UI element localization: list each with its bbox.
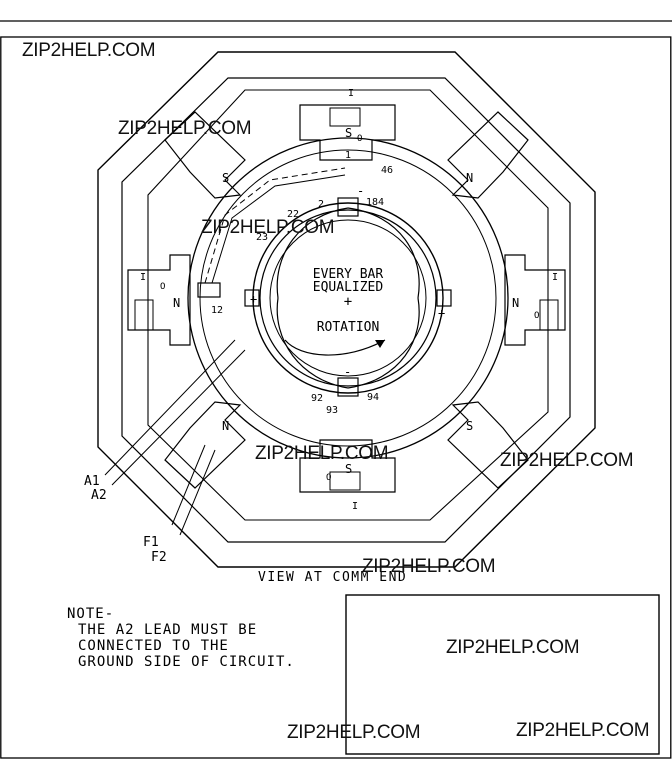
pole-subscript: O [534, 311, 539, 321]
bar-number: 94 [367, 392, 379, 403]
brush-bottom [337, 377, 359, 397]
coil-mark: I [348, 88, 354, 99]
bar-number: 93 [326, 405, 338, 416]
equalizer-arc [347, 297, 420, 389]
lead-f2 [179, 449, 216, 536]
watermark: ZIP2HELP.COM [362, 556, 496, 577]
equalizer-arc [276, 297, 349, 389]
coil-right [539, 299, 559, 331]
coil-top [329, 107, 361, 127]
coil-mark: I [140, 272, 146, 283]
lead-a1 [104, 339, 236, 476]
watermark: ZIP2HELP.COM [22, 40, 156, 61]
rotation-arrowhead [375, 340, 385, 348]
watermark: ZIP2HELP.COM [118, 118, 252, 139]
pole-letter: N [512, 296, 519, 310]
pole-subscript: O [326, 473, 331, 483]
note-title: NOTE- [67, 606, 115, 622]
pole-letter: N [222, 419, 229, 433]
lead-label-a1: A1 [84, 474, 100, 489]
equalizer-arc [347, 207, 420, 299]
rotation-label: ROTATION [317, 320, 380, 335]
armature-outer [199, 149, 497, 447]
brush-sign: - [344, 365, 351, 379]
pole-top-left [164, 111, 246, 199]
page-frame [0, 36, 672, 759]
lead-a2 [111, 349, 246, 486]
lead-f1 [171, 444, 206, 526]
watermark: ZIP2HELP.COM [287, 722, 421, 743]
lead-label-f1: F1 [143, 535, 159, 550]
pole-letter: S [345, 462, 352, 476]
pole-letter: N [173, 296, 180, 310]
bar-number: 184 [366, 197, 384, 208]
pole-subscript: O [160, 282, 165, 292]
pole-subscript: O [357, 134, 362, 144]
bar-number: 2 [318, 199, 324, 210]
pole-bottom [299, 439, 396, 493]
pole-letter: N [466, 171, 473, 185]
brush-sign: + [438, 306, 445, 320]
empty-box [345, 594, 660, 755]
note-line-1: THE A2 LEAD MUST BE [78, 622, 258, 638]
note-line-3: GROUND SIDE OF CIRCUIT. [78, 654, 295, 670]
brush-left [244, 289, 260, 307]
frame-octagon-inner [121, 77, 571, 543]
pole-top [299, 104, 396, 161]
pole-letter: S [222, 171, 229, 185]
bar-number: 22 [287, 209, 299, 220]
bar-number: 92 [311, 393, 323, 404]
pole-letter: S [466, 419, 473, 433]
watermark: ZIP2HELP.COM [500, 450, 634, 471]
jumper-lead [211, 174, 346, 284]
watermark: ZIP2HELP.COM [516, 720, 650, 741]
watermark: ZIP2HELP.COM [255, 443, 389, 464]
stator-bore [187, 137, 509, 459]
rotation-arrow [284, 339, 386, 356]
commutator-inner [259, 209, 437, 387]
center-label-every-bar: EVERY BAR [313, 267, 384, 282]
bar-number: 23 [256, 232, 268, 243]
brush-sign: - [357, 184, 364, 198]
terminal-block [197, 282, 221, 298]
center-label-equalized: EQUALIZED [313, 280, 384, 295]
coil-bottom [329, 471, 361, 491]
diagram-caption: VIEW AT COMM END [258, 570, 407, 585]
coil-left [134, 299, 154, 331]
jumper-lead [204, 167, 346, 284]
watermark: ZIP2HELP.COM [446, 637, 580, 658]
center-plus: + [344, 294, 352, 310]
pole-letter: S [345, 126, 352, 140]
brush-top [337, 197, 359, 217]
equalizer-arc [276, 207, 349, 299]
equalizer-ring [269, 219, 427, 377]
commutator-outer [252, 202, 444, 394]
wiring-loop [147, 89, 549, 521]
coil-mark: I [352, 501, 358, 512]
note-line-2: CONNECTED TO THE [78, 638, 229, 654]
pole-bottom-right [447, 401, 529, 489]
watermark: ZIP2HELP.COM [201, 217, 335, 238]
coil-mark: I [552, 272, 558, 283]
bar-number: 46 [381, 165, 393, 176]
brush-right [436, 289, 452, 307]
frame-octagon-outer [97, 51, 596, 568]
lead-label-a2: A2 [91, 488, 107, 503]
bar-number: 12 [211, 305, 223, 316]
pole-top-right [447, 111, 529, 199]
pole-bottom-left [164, 401, 246, 489]
brush-sign: + [250, 292, 257, 306]
lead-label-f2: F2 [151, 550, 167, 565]
bar-number: 1 [345, 150, 351, 161]
